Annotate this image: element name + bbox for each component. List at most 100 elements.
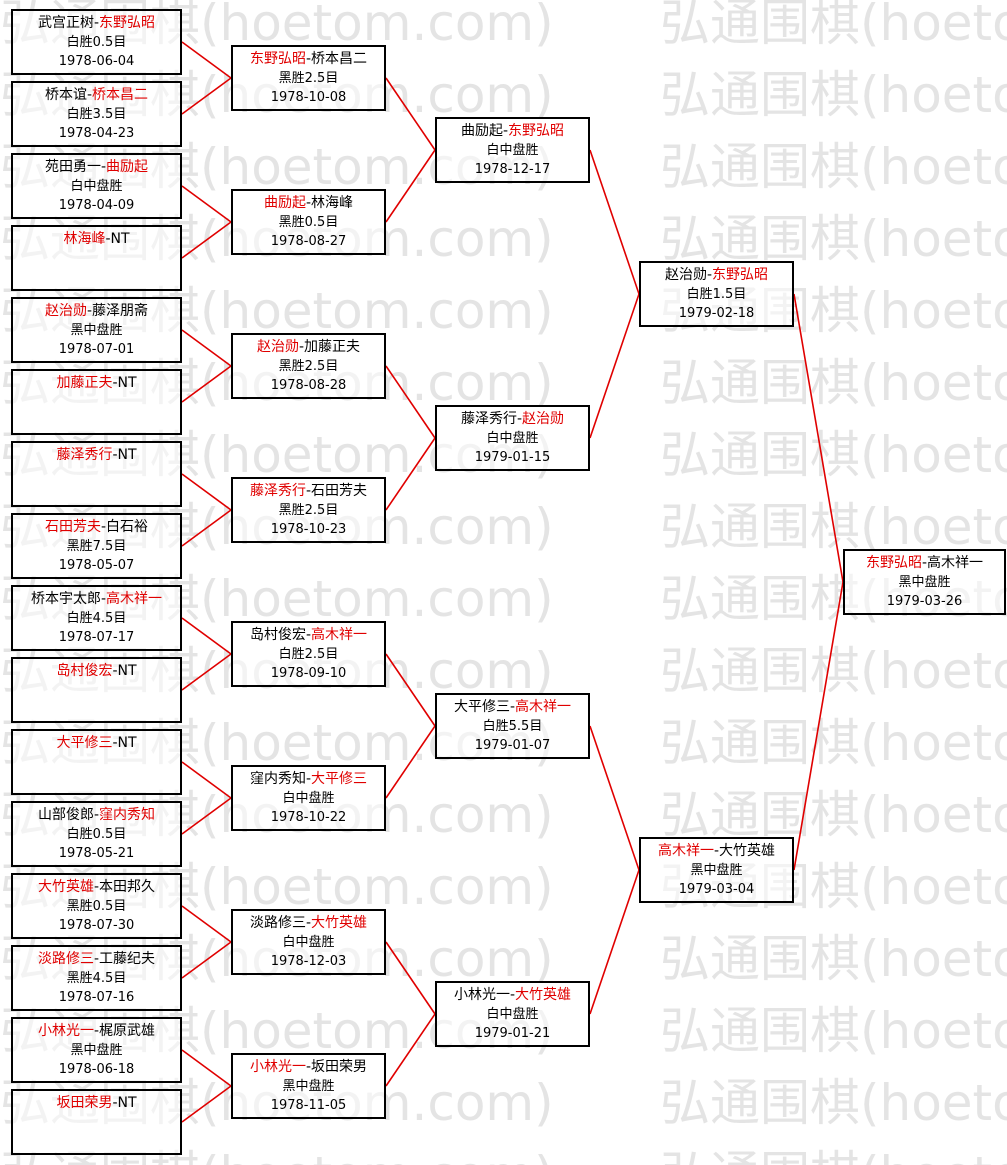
separator: - [706, 267, 713, 283]
player-name: 武宫正树 [37, 15, 94, 31]
winner-name: 大竹英雄 [37, 879, 94, 895]
winner-name: 藤泽秀行 [249, 483, 306, 499]
match-date: 1979-03-26 [886, 594, 963, 609]
match-date: 1978-10-08 [270, 90, 347, 105]
match-result: 白中盘胜 [282, 791, 335, 806]
winner-name: 赵治勋 [256, 339, 299, 355]
connector-line [181, 185, 232, 223]
winner-name: 桥本昌二 [92, 87, 149, 103]
separator: - [112, 447, 118, 463]
player-name: NT [117, 447, 137, 463]
match-players: 藤泽秀行-赵治勋 [437, 410, 588, 429]
connector-line [181, 905, 232, 943]
player-name: 坂田荣男 [311, 1059, 368, 1075]
match-date: 1978-05-07 [58, 558, 135, 573]
match-date: 1979-01-07 [474, 738, 551, 753]
winner-name: 小林光一 [249, 1059, 306, 1075]
match-result: 白中盘胜 [70, 179, 123, 194]
player-name: 白石裕 [106, 519, 149, 535]
match-players: 藤泽秀行-NT [13, 446, 180, 465]
connector-line [181, 941, 232, 979]
player-name: 岛村俊宏 [249, 627, 306, 643]
player-name: NT [117, 1095, 137, 1111]
player-name: 林海峰 [311, 195, 354, 211]
player-name: 梶原武雄 [99, 1023, 156, 1039]
connector-line [793, 581, 844, 871]
separator: - [305, 771, 312, 787]
winner-name: 东野弘昭 [99, 15, 156, 31]
separator: - [93, 951, 100, 967]
player-name: 藤泽朋斋 [92, 303, 149, 319]
match-result: 黑胜0.5目 [278, 215, 339, 230]
match-result: 黑中盘胜 [282, 1079, 335, 1094]
winner-name: 小林光一 [37, 1023, 94, 1039]
separator: - [305, 195, 312, 211]
winner-name: 大竹英雄 [515, 987, 572, 1003]
winner-name: 东野弘昭 [249, 51, 306, 67]
player-name: 高木祥一 [927, 555, 984, 571]
separator: - [298, 339, 305, 355]
player-name: 石田芳夫 [311, 483, 368, 499]
match-players: 淡路修三-大竹英雄 [233, 914, 384, 933]
winner-name: 赵治勋 [44, 303, 87, 319]
winner-name: 大竹英雄 [311, 915, 368, 931]
player-name: 加藤正夫 [304, 339, 361, 355]
match-date: 1978-04-23 [58, 126, 135, 141]
separator: - [93, 15, 100, 31]
match-players: 加藤正夫-NT [13, 374, 180, 393]
winner-name: 大平修三 [56, 735, 113, 751]
match-result: 黑中盘胜 [898, 575, 951, 590]
match-result: 黑胜0.5目 [66, 899, 127, 914]
match-players: 桥本宇太郎-高木祥一 [13, 590, 180, 609]
connector-line [385, 725, 436, 799]
separator: - [305, 483, 312, 499]
winner-name: 淡路修三 [37, 951, 94, 967]
separator: - [305, 1059, 312, 1075]
player-name: 淡路修三 [249, 915, 306, 931]
connector-line [181, 221, 232, 259]
player-name: 桥本谊 [44, 87, 87, 103]
match-result: 黑胜2.5目 [278, 359, 339, 374]
match-result: 白胜4.5目 [66, 611, 127, 626]
match-players: 大平修三-高木祥一 [437, 698, 588, 717]
match-date: 1978-07-17 [58, 630, 135, 645]
match-result: 白胜0.5目 [66, 827, 127, 842]
winner-name: 曲励起 [106, 159, 149, 175]
match-result: 黑胜4.5目 [66, 971, 127, 986]
connector-line [181, 473, 232, 511]
player-name: 大平修三 [453, 699, 510, 715]
match-date: 1978-06-18 [58, 1062, 135, 1077]
match-players: 大平修三-NT [13, 734, 180, 753]
connector-line [589, 293, 640, 439]
match-players: 坂田荣男-NT [13, 1094, 180, 1113]
match-players: 大竹英雄-本田邦久 [13, 878, 180, 897]
player-name: NT [117, 375, 137, 391]
winner-name: 林海峰 [63, 231, 106, 247]
winner-name: 东野弘昭 [712, 267, 769, 283]
match-players: 淡路修三-工藤纪夫 [13, 950, 180, 969]
connector-line [385, 941, 436, 1015]
match-players: 山部俊郎-窪内秀知 [13, 806, 180, 825]
player-name: 藤泽秀行 [460, 411, 517, 427]
player-name: 桥本昌二 [311, 51, 368, 67]
connector-line [181, 509, 232, 547]
match-players: 曲励起-东野弘昭 [437, 122, 588, 141]
connector-line [589, 725, 640, 871]
winner-name: 藤泽秀行 [56, 447, 113, 463]
match-result: 黑胜2.5目 [278, 503, 339, 518]
connector-line [385, 437, 436, 511]
separator: - [86, 87, 93, 103]
